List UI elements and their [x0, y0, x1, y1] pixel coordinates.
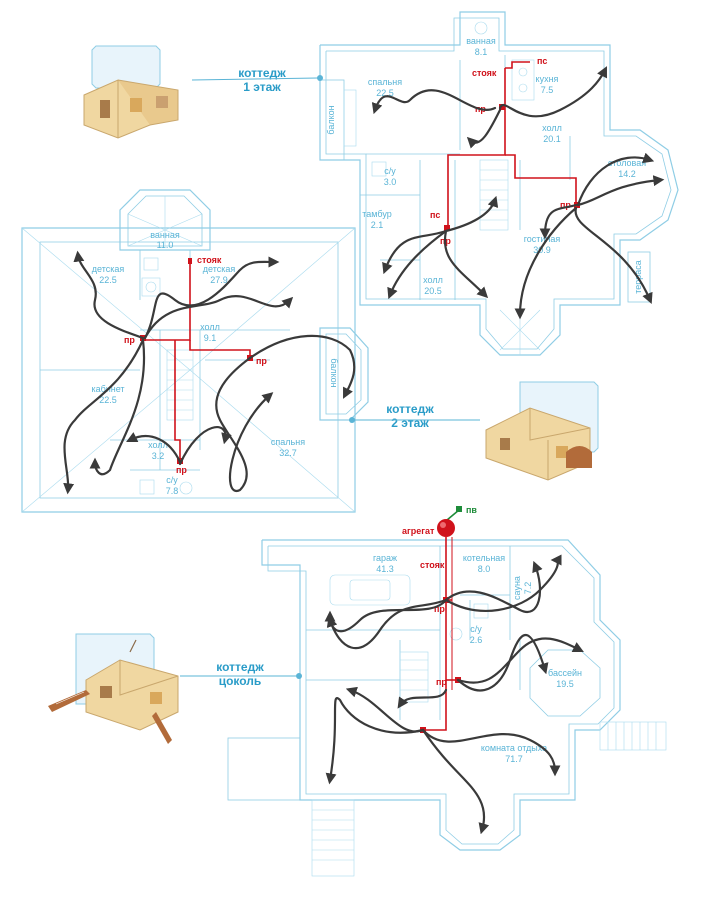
room-label: спальня: [368, 77, 402, 87]
floor-1-ducts: [371, 66, 665, 320]
floor-2-ducts: [63, 250, 356, 495]
basement-ducts: [324, 554, 584, 835]
room-label: с/у: [470, 624, 482, 634]
floor-1-subtitle: 1 этаж: [243, 80, 281, 94]
pr-tag: пр: [256, 356, 267, 366]
riser-tag: стояк: [197, 255, 222, 265]
pr-tag: пр: [176, 465, 187, 475]
branch-pipe: [505, 61, 530, 69]
room-area: 20.1: [543, 134, 561, 144]
room-area: 2.6: [470, 635, 483, 645]
room-label: холл: [148, 440, 168, 450]
room-label: комната отдыха: [481, 743, 547, 753]
room-label: котельная: [463, 553, 505, 563]
room-label: тамбур: [362, 209, 391, 219]
basement-walls: [227, 539, 667, 877]
pr-tag: пр: [434, 604, 445, 614]
room-area: 41.3: [376, 564, 394, 574]
room-label: сауна: [512, 576, 522, 600]
room-area: 22.5: [99, 275, 117, 285]
room-label: холл: [423, 275, 443, 285]
branch-pipe: [189, 340, 251, 358]
room-label: бассейн: [548, 668, 582, 678]
room-label: ванная: [150, 230, 180, 240]
room-label: холл: [200, 322, 220, 332]
floor-1-plan: ванная 8.1 спальня 22.5 кухня 7.5 холл 2…: [83, 11, 679, 356]
room-label: гостиная: [524, 234, 561, 244]
basement-subtitle: цоколь: [219, 674, 262, 688]
floor-2-title: коттедж: [386, 402, 434, 416]
room-area: 30.9: [533, 245, 551, 255]
room-area: 19.5: [556, 679, 574, 689]
riser-tag: стояк: [472, 68, 497, 78]
floor-2-subtitle: 2 этаж: [391, 416, 429, 430]
room-label: холл: [542, 123, 562, 133]
floor-2-walls: [21, 189, 369, 513]
room-label: ванная: [466, 36, 496, 46]
room-area: 32.7: [279, 448, 297, 458]
riser-tag: стояк: [420, 560, 445, 570]
room-area: 7.5: [541, 85, 554, 95]
basement-title: коттедж: [216, 660, 264, 674]
pv-tag: пв: [466, 505, 477, 515]
house-1floor-icon: [83, 45, 179, 139]
room-label: детская: [203, 264, 236, 274]
ps-tag: пс: [537, 56, 547, 66]
room-label: гараж: [373, 553, 397, 563]
pr-tag: пр: [124, 335, 135, 345]
room-label: спальня: [271, 437, 305, 447]
room-label: кухня: [536, 74, 559, 84]
balcony-label: балкон: [329, 358, 339, 387]
room-area: 27.9: [210, 275, 228, 285]
supply-grille: [499, 104, 505, 110]
room-area: 7.2: [523, 582, 533, 595]
room-label: с/у: [166, 475, 178, 485]
room-area: 8.0: [478, 564, 491, 574]
room-label: с/у: [384, 166, 396, 176]
room-area: 8.1: [475, 47, 488, 57]
branch-pipe: [174, 340, 181, 462]
room-area: 71.7: [505, 754, 523, 764]
ps-tag: пс: [430, 210, 440, 220]
unit-tag: агрегат: [402, 526, 435, 536]
supply-grille: [444, 225, 450, 231]
floor-1-walls: [319, 11, 679, 356]
room-area: 3.0: [384, 177, 397, 187]
air-intake-marker: [456, 506, 462, 512]
room-area: 2.1: [371, 220, 384, 230]
pr-tag: пр: [560, 200, 571, 210]
branch-pipe: [505, 154, 577, 205]
room-label: столовая: [608, 158, 646, 168]
floor-1-title: коттедж: [238, 66, 286, 80]
riser-top: [188, 258, 192, 264]
room-label: детская: [92, 264, 125, 274]
air-unit-icon: [437, 519, 455, 537]
room-area: 14.2: [618, 169, 636, 179]
room-area: 11.0: [157, 240, 174, 250]
house-basement-icon: [48, 633, 179, 744]
balcony-label: балкон: [326, 105, 336, 134]
room-area: 9.1: [204, 333, 217, 343]
room-area: 3.2: [152, 451, 165, 461]
room-area: 22.5: [376, 88, 394, 98]
room-area: 20.5: [424, 286, 442, 296]
riser-pipe: [447, 68, 506, 228]
floor-2-plan: ванная 11.0 детская 22.5 детская 27.9 хо…: [21, 189, 599, 513]
basement-plan: гараж 41.3 котельная 8.0 сауна 7.2 с/у 2…: [48, 505, 667, 877]
room-area: 22.5: [99, 395, 117, 405]
pr-tag: пр: [436, 677, 447, 687]
house-2floor-icon: [485, 381, 599, 481]
room-area: 7.8: [166, 486, 179, 496]
